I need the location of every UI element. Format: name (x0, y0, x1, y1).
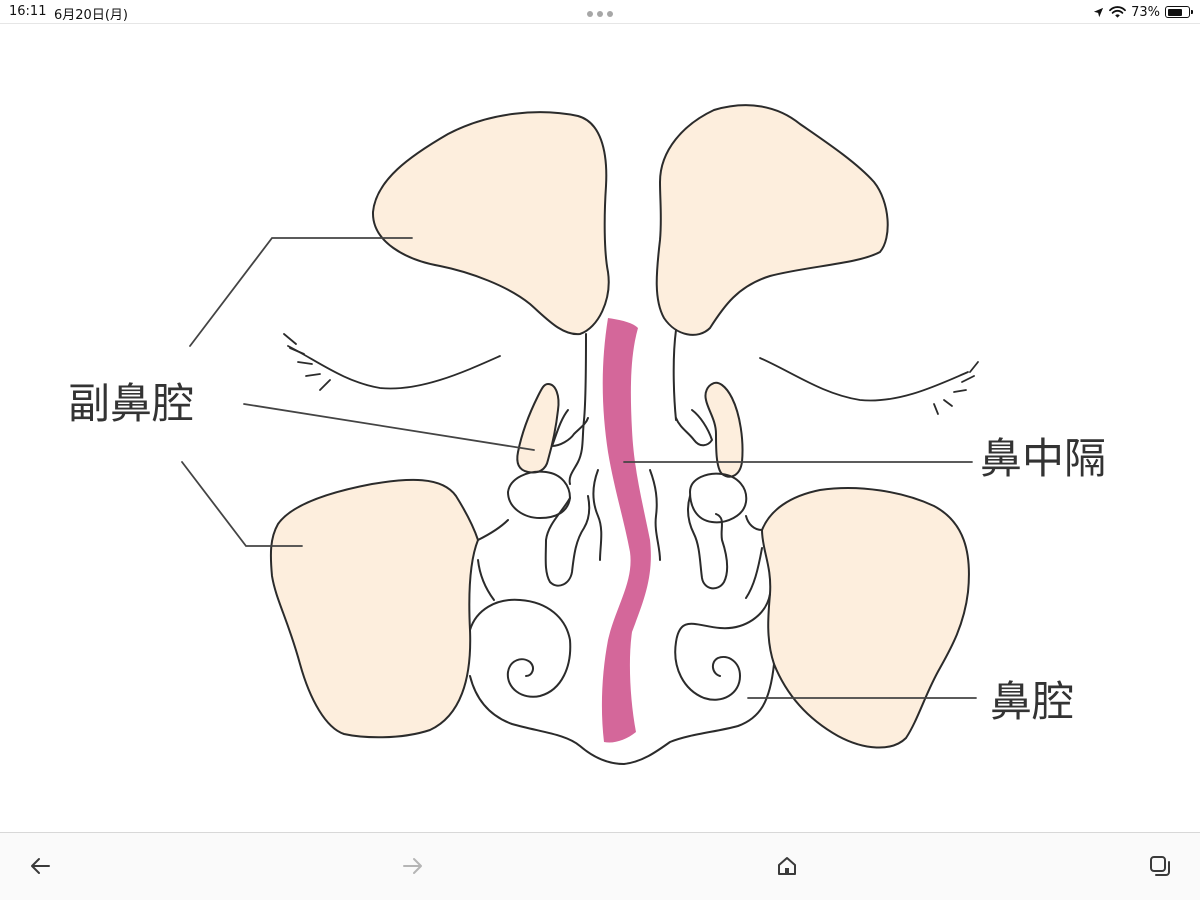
forward-arrow-icon (403, 858, 422, 874)
nasal-anatomy-diagram: 副鼻腔 鼻中隔 鼻腔 (68, 104, 1106, 765)
back-arrow-icon (31, 858, 50, 874)
status-bar: 16:11 6月20日(月) 73% (0, 0, 1200, 24)
nasal-cavity-outline (469, 329, 775, 765)
battery-level-fill (1167, 8, 1183, 16)
label-paranasal-sinus: 副鼻腔 (68, 379, 194, 428)
ethmoid-cell-left (516, 382, 560, 474)
maxillary-sinus-left (269, 478, 480, 739)
wifi-icon (1109, 6, 1126, 18)
multitasking-dots-icon[interactable] (587, 11, 613, 17)
browser-toolbar (0, 832, 1200, 900)
eye-left (283, 333, 501, 391)
status-date: 6月20日(月) (54, 8, 128, 23)
forward-button[interactable] (398, 851, 428, 881)
battery-icon (1165, 6, 1193, 18)
battery-percent: 73% (1131, 4, 1160, 20)
label-nasal-septum: 鼻中隔 (980, 434, 1106, 483)
back-button[interactable] (25, 851, 55, 881)
leader-paranasal-frontal (189, 237, 413, 347)
status-time: 16:11 (9, 4, 47, 19)
nasal-septum (601, 318, 651, 743)
frontal-sinus-right (655, 104, 889, 336)
leader-paranasal-ethmoid (243, 403, 535, 451)
eye-right (759, 357, 979, 415)
frontal-sinus-left (371, 111, 610, 336)
status-right-group: 73% (1093, 3, 1193, 21)
leader-paranasal-maxillary (181, 461, 303, 547)
maxillary-sinus-right (760, 487, 970, 749)
home-button[interactable] (772, 851, 802, 881)
home-icon (778, 857, 796, 875)
leader-lines (181, 237, 977, 699)
tabs-icon (1150, 856, 1170, 876)
location-arrow-icon (1094, 7, 1104, 17)
label-nasal-cavity: 鼻腔 (990, 677, 1074, 726)
tabs-button[interactable] (1145, 851, 1175, 881)
